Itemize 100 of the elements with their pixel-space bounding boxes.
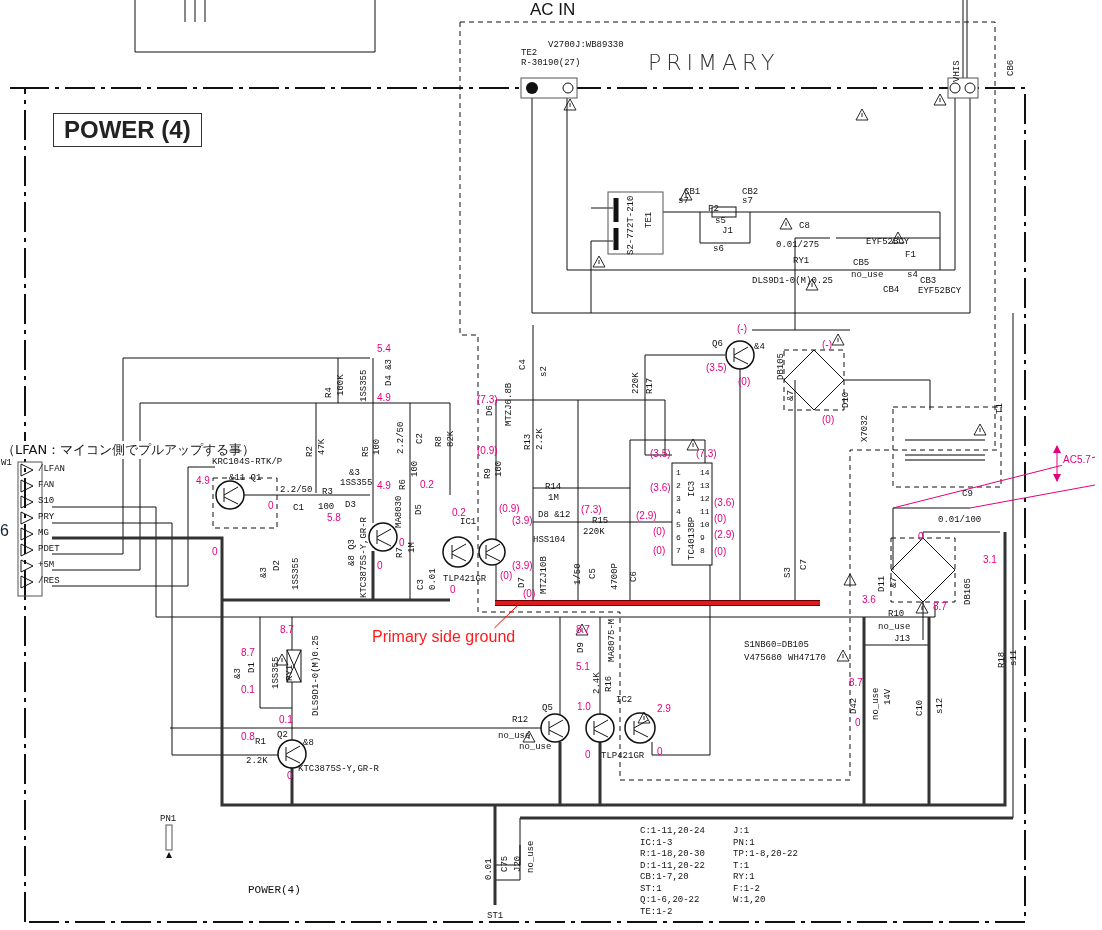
parts-count: RY:1	[733, 872, 755, 882]
pin-number: 2	[676, 481, 681, 490]
component-label: C1	[293, 503, 304, 513]
pin-label: S10	[38, 496, 55, 506]
component-label: s7	[742, 196, 753, 206]
section-label: AC IN	[530, 0, 576, 20]
component-label: 1SS355	[271, 656, 281, 689]
component-label: 0.01	[428, 568, 438, 590]
voltage-reading: (3.6)	[714, 497, 735, 508]
component-label: 1M	[407, 542, 417, 553]
component-label: DLS9D1-0(M)0.25	[311, 635, 321, 716]
component-label: X7032	[860, 415, 870, 442]
component-label: R16	[604, 675, 614, 692]
component-label: R18	[997, 651, 1007, 668]
title-box: POWER (4)	[53, 113, 202, 147]
component-label: TLP421GR	[443, 574, 487, 584]
component-label: s5	[715, 216, 726, 226]
voltage-reading: (0.9)	[477, 445, 498, 456]
voltage-reading: 0	[212, 546, 218, 557]
component-label: s7	[678, 196, 689, 206]
component-label: no_use	[498, 731, 531, 741]
component-label: 2.4K	[592, 672, 602, 694]
parts-count: J:1	[733, 826, 750, 836]
component-label: CB6	[1006, 59, 1016, 76]
component-label: IC1	[460, 517, 477, 527]
component-label: 0.01/100	[938, 515, 982, 525]
voltage-reading: 0	[268, 500, 274, 511]
component-label: D5	[414, 504, 424, 515]
voltage-reading: 0	[585, 749, 591, 760]
component-label: 100	[318, 502, 335, 512]
voltage-reading: 0	[855, 717, 861, 728]
voltage-reading: (3.6)	[650, 482, 671, 493]
component-label: &7	[786, 390, 796, 401]
component-label: V2700J:WB89330	[548, 40, 624, 50]
component-label: VHIS	[952, 60, 962, 82]
component-label: CB3	[920, 276, 937, 286]
voltage-reading: 1.0	[577, 701, 591, 712]
parts-count: W:1,20	[733, 895, 766, 905]
component-label: 82K	[446, 430, 456, 447]
component-label: HSS104	[533, 535, 566, 545]
component-label: s11	[1009, 649, 1019, 666]
pin-number: 4	[676, 507, 681, 516]
component-label: &3	[349, 468, 360, 478]
voltage-reading: (0)	[500, 570, 513, 581]
component-label: 100	[494, 460, 504, 477]
component-label: 0.01/275	[776, 240, 820, 250]
component-label: D4 &3	[384, 359, 394, 386]
component-label: CB4	[883, 285, 900, 295]
voltage-reading: (2.9)	[714, 529, 735, 540]
component-label: IC2	[616, 695, 633, 705]
pin-number: 12	[700, 494, 710, 503]
voltage-reading: 2.9	[657, 703, 671, 714]
component-label: R15	[592, 516, 609, 526]
component-label: R13	[523, 433, 533, 450]
component-label: C5	[588, 568, 598, 579]
voltage-reading: (3.5)	[706, 362, 727, 373]
parts-count: F:1-2	[733, 883, 760, 894]
component-label: 0.01	[484, 858, 494, 880]
component-label: MTZJ10B	[539, 556, 549, 594]
component-label: no_use	[519, 742, 552, 752]
component-label: J13	[894, 634, 911, 644]
pin-label: +5M	[38, 560, 55, 570]
component-label: 1M	[548, 493, 559, 503]
component-label: R2	[305, 446, 315, 457]
component-label: C7	[799, 559, 809, 570]
pin-number: 6	[676, 533, 681, 542]
component-label: DLS9D1-0(M)0.25	[752, 276, 833, 286]
voltage-reading: 8.7	[241, 647, 255, 658]
voltage-reading: (3.9)	[512, 560, 533, 571]
parts-count: CB:1-7,20	[640, 872, 689, 882]
pin-number: 9	[700, 533, 705, 542]
component-label: D3	[345, 500, 356, 510]
component-label: C8	[799, 221, 810, 231]
parts-count: R:1-18,20-30	[640, 849, 705, 859]
voltage-reading: (0)	[738, 376, 751, 387]
voltage-reading: 8.7	[933, 601, 947, 612]
pin-label: /LFAN	[38, 464, 65, 474]
voltage-reading: 0	[377, 560, 383, 571]
voltage-reading: 0	[657, 746, 663, 757]
component-label: C10	[915, 699, 925, 716]
pin-number: 5	[676, 520, 681, 529]
pin-number: 1	[676, 468, 681, 477]
sheet-number: 6	[0, 522, 9, 540]
voltage-reading: (0)	[653, 526, 666, 537]
component-label: s2	[539, 366, 549, 377]
component-label: &11 Q1	[229, 473, 262, 483]
component-label: 1SS355	[291, 557, 301, 590]
section-label: PRIMARY	[648, 50, 780, 75]
parts-count: IC:1-3	[640, 837, 673, 848]
component-label: R1	[255, 737, 266, 747]
component-label: EYF52BCY	[918, 286, 962, 296]
component-label: D42	[849, 697, 859, 714]
component-label: S1NB60=DB105	[744, 640, 809, 650]
component-label: 1SS355	[359, 369, 369, 402]
component-label: J1	[722, 226, 733, 236]
parts-count: PN:1	[733, 837, 755, 848]
component-label: MA8030	[394, 495, 404, 528]
component-label: &4	[754, 342, 765, 352]
component-label: 100K	[336, 374, 346, 396]
component-label: D6	[485, 405, 495, 416]
